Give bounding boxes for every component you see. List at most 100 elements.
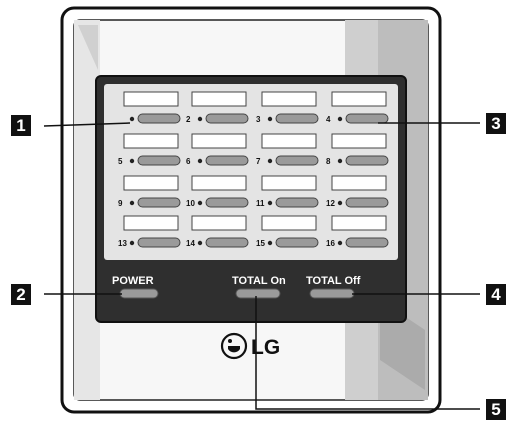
channel-button[interactable] <box>205 197 249 208</box>
channel-button[interactable] <box>137 197 181 208</box>
channel-11: 11 <box>256 175 319 208</box>
channel-indicator-led <box>267 116 273 122</box>
channel-grid: 2 3 4 5 6 7 8 9 10 11 12 13 14 15 16 <box>118 91 389 248</box>
channel-button[interactable] <box>345 237 389 248</box>
callout-4: 4 <box>486 284 506 305</box>
channel-button[interactable] <box>345 113 389 124</box>
channel-button[interactable] <box>137 155 181 166</box>
channel-indicator-led <box>337 200 343 206</box>
channel-indicator-led <box>129 158 135 164</box>
channel-indicator-led <box>129 116 135 122</box>
channel-name-plate <box>191 133 247 149</box>
channel-number: 14 <box>186 239 195 248</box>
channel-number: 11 <box>256 199 265 208</box>
channel-number: 16 <box>326 239 335 248</box>
channel-name-plate <box>261 91 317 107</box>
total-off-label: TOTAL Off <box>306 275 361 287</box>
channel-name-plate <box>331 175 387 191</box>
channel-name-plate <box>123 215 179 231</box>
channel-number: 12 <box>326 199 335 208</box>
channel-indicator-led <box>197 200 203 206</box>
channel-button[interactable] <box>137 237 181 248</box>
channel-name-plate <box>261 175 317 191</box>
channel-button[interactable] <box>345 197 389 208</box>
channel-indicator-led <box>129 240 135 246</box>
channel-button[interactable] <box>205 237 249 248</box>
channel-button[interactable] <box>205 155 249 166</box>
channel-indicator-led <box>337 158 343 164</box>
channel-button[interactable] <box>345 155 389 166</box>
channel-8: 8 <box>326 133 389 166</box>
channel-13: 13 <box>118 215 181 248</box>
channel-number: 6 <box>186 157 191 166</box>
channel-2: 2 <box>186 91 249 124</box>
channel-name-plate <box>331 215 387 231</box>
channel-name-plate <box>191 215 247 231</box>
channel-name-plate <box>331 133 387 149</box>
channel-button[interactable] <box>137 113 181 124</box>
callout-3: 3 <box>486 113 506 134</box>
channel-button[interactable] <box>275 237 319 248</box>
channel-number: 10 <box>186 199 195 208</box>
channel-button[interactable] <box>205 113 249 124</box>
leader-line-5 <box>255 296 480 410</box>
callout-5: 5 <box>486 399 506 420</box>
callout-2: 2 <box>11 284 31 305</box>
channel-number: 9 <box>118 199 123 208</box>
face-shade-left <box>74 20 100 400</box>
brand-text: LG <box>251 336 280 359</box>
channel-grid-bg <box>104 84 398 260</box>
channel-4: 4 <box>326 91 389 124</box>
channel-button[interactable] <box>275 113 319 124</box>
channel-number: 15 <box>256 239 265 248</box>
channel-number: 13 <box>118 239 127 248</box>
channel-name-plate <box>261 133 317 149</box>
power-label: POWER <box>112 275 154 287</box>
channel-name-plate <box>331 91 387 107</box>
channel-indicator-led <box>129 200 135 206</box>
channel-10: 10 <box>186 175 249 208</box>
channel-3: 3 <box>256 91 319 124</box>
total-on-label: TOTAL On <box>232 275 286 287</box>
channel-number: 4 <box>326 115 331 124</box>
channel-indicator-led <box>197 240 203 246</box>
total-off-button[interactable] <box>309 288 355 299</box>
channel-name-plate <box>191 91 247 107</box>
lg-logo-icon <box>220 332 248 360</box>
channel-14: 14 <box>186 215 249 248</box>
channel-indicator-led <box>267 240 273 246</box>
channel-number: 5 <box>118 157 123 166</box>
channel-name-plate <box>261 215 317 231</box>
lg-logo: LG <box>220 332 280 360</box>
channel-number: 2 <box>186 115 191 124</box>
channel-indicator-led <box>197 116 203 122</box>
bottom-controls: POWER TOTAL On TOTAL Off <box>112 275 361 299</box>
channel-name-plate <box>123 91 179 107</box>
leader-line-1 <box>43 122 131 127</box>
channel-16: 16 <box>326 215 389 248</box>
callout-1: 1 <box>11 115 31 136</box>
face-shade-corner <box>78 25 98 70</box>
channel-indicator-led <box>337 116 343 122</box>
channel-button[interactable] <box>275 197 319 208</box>
channel-15: 15 <box>256 215 319 248</box>
channel-number: 7 <box>256 157 261 166</box>
channel-name-plate <box>191 175 247 191</box>
channel-number: 3 <box>256 115 261 124</box>
power-button[interactable] <box>119 288 159 299</box>
channel-7: 7 <box>256 133 319 166</box>
channel-12: 12 <box>326 175 389 208</box>
channel-button[interactable] <box>275 155 319 166</box>
channel-name-plate <box>123 175 179 191</box>
channel-indicator-led <box>337 240 343 246</box>
channel-6: 6 <box>186 133 249 166</box>
channel-indicator-led <box>267 158 273 164</box>
total-on-button[interactable] <box>235 288 281 299</box>
channel-1 <box>123 91 181 124</box>
channel-number: 8 <box>326 157 331 166</box>
channel-5: 5 <box>118 133 181 166</box>
channel-indicator-led <box>197 158 203 164</box>
channel-indicator-led <box>267 200 273 206</box>
